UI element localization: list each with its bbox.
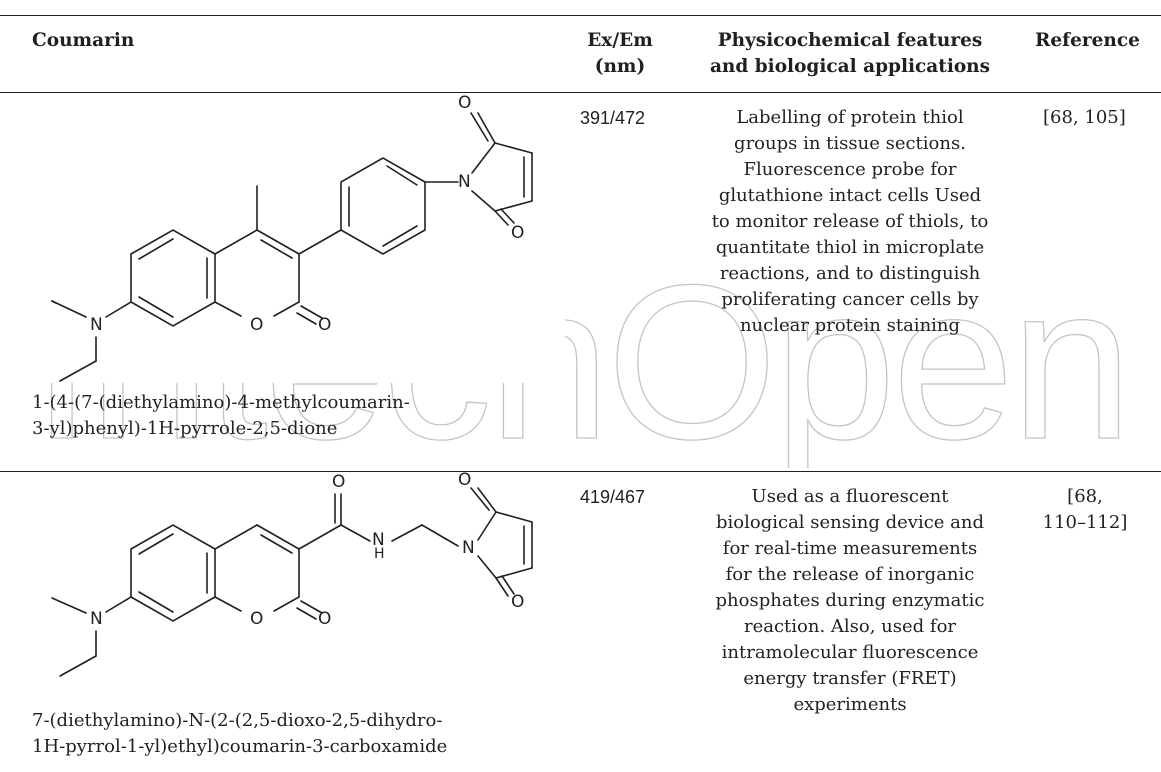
feature-line: proliferating cancer cells by xyxy=(721,289,979,310)
feature-line: to monitor release of thiols, to xyxy=(711,211,989,232)
atom-label: O xyxy=(332,472,346,492)
molecule-2 xyxy=(51,487,533,677)
feature-line: Used as a fluorescent xyxy=(751,486,949,507)
header-features-line1: Physicochemical features xyxy=(717,30,983,51)
atom-label: O xyxy=(318,315,332,335)
feature-line: energy transfer (FRET) xyxy=(743,668,957,689)
reference-2: [68, 110–112] xyxy=(1030,484,1140,536)
feature-line: for real-time measurements xyxy=(722,538,978,559)
compound-name-2: 7-(diethylamino)-N-(2-(2,5-dioxo-2,5-dih… xyxy=(32,708,447,760)
molecule-1-labels: O N O N O O xyxy=(0,93,565,383)
feature-line: Fluorescence probe for xyxy=(743,159,957,180)
features-1: Labelling of protein thiol groups in tiss… xyxy=(690,105,1010,339)
atom-label: O xyxy=(458,93,472,113)
header-exem-line1: Ex/Em xyxy=(587,30,653,51)
features-2: Used as a fluorescent biological sensing … xyxy=(690,484,1010,718)
table-top-rule xyxy=(0,15,1161,16)
atom-label: N xyxy=(462,538,475,558)
atom-label: O xyxy=(250,609,264,629)
atom-label: O xyxy=(458,470,472,490)
feature-line: quantitate thiol in microplate xyxy=(715,237,985,258)
atom-label: N xyxy=(90,609,103,629)
row-divider-rule xyxy=(0,471,1161,472)
exem-value-2: 419/467 xyxy=(580,487,646,507)
header-exem-line2: (nm) xyxy=(594,56,646,77)
feature-line: phosphates during enzymatic xyxy=(715,590,985,611)
feature-line: intramolecular fluorescence xyxy=(721,642,979,663)
feature-line: glutathione intact cells Used xyxy=(718,185,982,206)
feature-line: nuclear protein staining xyxy=(739,315,961,336)
atom-label: H xyxy=(374,546,385,562)
molecule-1 xyxy=(0,93,565,383)
compound-name-2-line1: 7-(diethylamino)-N-(2-(2,5-dioxo-2,5-dih… xyxy=(32,710,443,731)
header-exem: Ex/Em (nm) xyxy=(570,28,670,80)
atom-label: O xyxy=(318,609,332,629)
header-reference: Reference xyxy=(1035,30,1140,51)
compound-name-1: 1-(4-(7-(diethylamino)-4-methylcoumarin-… xyxy=(32,390,410,442)
atom-label: N xyxy=(458,172,471,192)
feature-line: groups in tissue sections. xyxy=(734,133,966,154)
header-bottom-rule xyxy=(0,92,1161,93)
compound-name-2-line2: 1H-pyrrol-1-yl)ethyl)coumarin-3-carboxam… xyxy=(32,736,448,757)
compound-name-1-line2: 3-yl)phenyl)-1H-pyrrole-2,5-dione xyxy=(32,418,338,439)
molecule-2-labels: O O N H N O N O O xyxy=(0,470,565,708)
header-features-line2: and biological applications xyxy=(709,56,991,77)
header-coumarin: Coumarin xyxy=(32,30,135,51)
reference-2-line2: 110–112] xyxy=(1042,512,1128,533)
reference-1: [68, 105] xyxy=(1043,107,1126,128)
atom-label: O xyxy=(511,223,525,243)
exem-value-1: 391/472 xyxy=(580,108,646,128)
atom-label: N xyxy=(90,315,103,335)
header-features: Physicochemical features and biological … xyxy=(690,28,1010,80)
feature-line: reaction. Also, used for xyxy=(743,616,957,637)
atom-label: O xyxy=(250,315,264,335)
feature-line: for the release of inorganic xyxy=(725,564,975,585)
compound-name-1-line1: 1-(4-(7-(diethylamino)-4-methylcoumarin- xyxy=(32,392,410,413)
feature-line: reactions, and to distinguish xyxy=(719,263,981,284)
atom-label: N xyxy=(372,530,385,550)
feature-line: Labelling of protein thiol xyxy=(736,107,964,128)
feature-line: experiments xyxy=(793,694,907,715)
atom-label: O xyxy=(511,592,525,612)
reference-2-line1: [68, xyxy=(1067,486,1103,507)
feature-line: biological sensing device and xyxy=(716,512,984,533)
